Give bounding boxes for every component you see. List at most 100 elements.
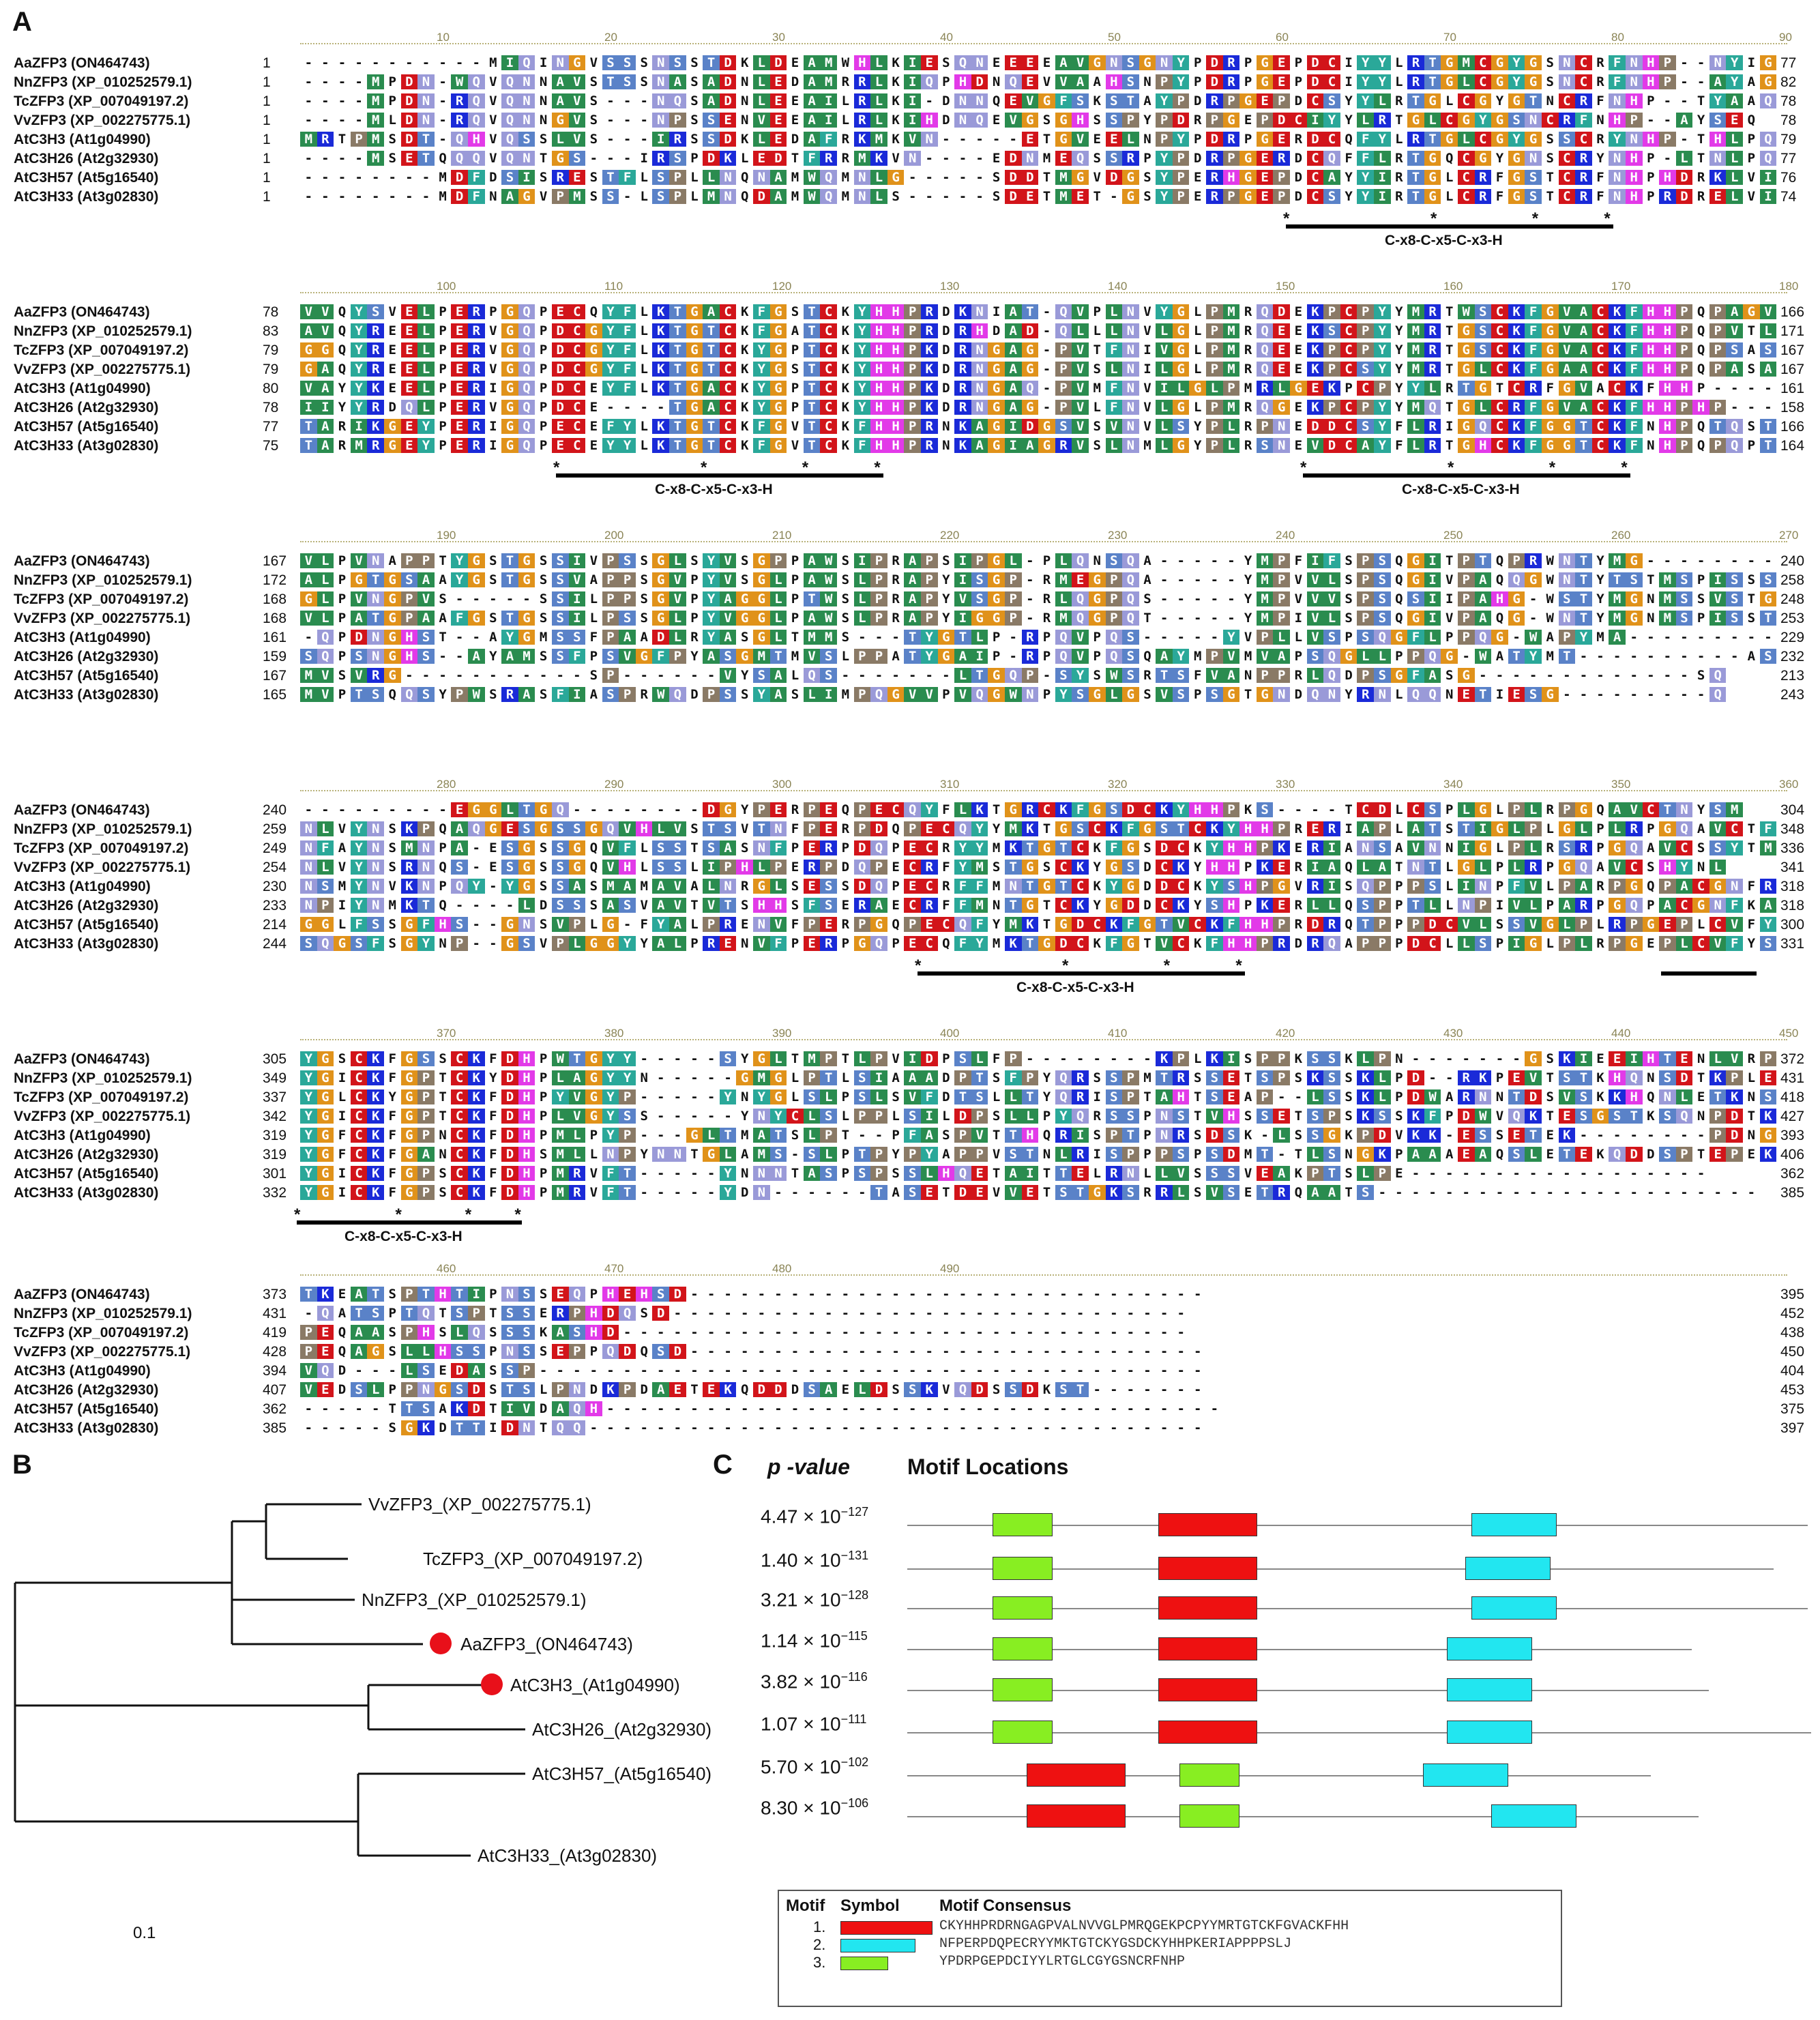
sequence-start: 259	[263, 821, 287, 837]
conserved-residue-star: *	[395, 1205, 402, 1224]
motif-label: C-x8-C-x5-C-x3-H	[344, 1229, 463, 1244]
motif-label: C-x8-C-x5-C-x3-H	[1385, 233, 1503, 248]
ruler-tick-label: 40	[940, 31, 953, 44]
conserved-residue-star: *	[294, 1205, 301, 1224]
sequence-start: 319	[263, 1128, 287, 1143]
motif-track	[907, 1775, 1651, 1776]
motif-track	[907, 1732, 1811, 1733]
sequence-end: 77	[1780, 151, 1797, 166]
motif-underline	[1303, 473, 1630, 478]
sequence-name: AtC3H3 (At1g04990)	[14, 132, 151, 147]
sequence-end: 167	[1780, 342, 1805, 358]
ruler-tick-label: 210	[772, 529, 792, 542]
sequence-name: TcZFP3 (XP_007049197.2)	[14, 840, 189, 856]
motif-underline	[1286, 224, 1613, 229]
sequence-start: 80	[263, 381, 279, 396]
ruler-tick-label: 10	[437, 31, 450, 44]
sequence-name: AtC3H26 (At2g32930)	[14, 400, 159, 415]
sequence-start: 75	[263, 438, 279, 454]
motif-pvalue: 1.07 × 10−111	[761, 1712, 867, 1735]
motif-box-cyan	[1423, 1763, 1508, 1787]
legend-consensus-1: CKYHHPRDRNGAGPVALNVVGLPMRQGEKPCPYYMRTGTC…	[939, 1918, 1349, 1934]
ruler-tick-label: 200	[604, 529, 624, 542]
legend-header-symbol: Symbol	[840, 1897, 900, 1915]
ruler-tick-label: 150	[1276, 280, 1295, 293]
ruler-tick-label: 110	[604, 280, 623, 293]
sequence-name: AtC3H3 (At1g04990)	[14, 381, 151, 396]
sequence-start: 214	[263, 917, 287, 933]
panel-label-c: C	[713, 1450, 733, 1480]
motif-box-cyan	[1465, 1557, 1551, 1580]
sequence-end: 375	[1780, 1401, 1805, 1417]
tree-branches	[14, 1503, 525, 1857]
motif-box-red	[1027, 1804, 1126, 1828]
tree-leaf-atc3h33: AtC3H33_(At3g02830)	[478, 1845, 658, 1866]
motif-track	[907, 1568, 1774, 1570]
motif-box-green	[993, 1557, 1053, 1580]
sequence-end: 304	[1780, 802, 1805, 818]
conserved-residue-star: *	[465, 1205, 472, 1224]
sequence-start: 428	[263, 1344, 287, 1360]
motif-box-green	[993, 1678, 1053, 1701]
sequence-start: 385	[263, 1420, 287, 1436]
sequence-end: 76	[1780, 170, 1797, 186]
ruler-tick-label: 310	[940, 778, 960, 791]
sequence-start: 1	[263, 132, 271, 147]
sequence-name: AaZFP3 (ON464743)	[14, 1287, 150, 1302]
sequence-end: 418	[1780, 1089, 1805, 1105]
sequence-name: NnZFP3 (XP_010252579.1)	[14, 821, 192, 837]
ruler-tick-label: 350	[1611, 778, 1631, 791]
ruler-tick-label: 120	[772, 280, 792, 293]
ruler-tick-label: 450	[1779, 1027, 1799, 1040]
sequence-start: 419	[263, 1325, 287, 1341]
sequence-end: 258	[1780, 572, 1805, 588]
motif-box-red	[1158, 1678, 1257, 1701]
sequence-start: 431	[263, 1306, 287, 1321]
conserved-residue-star: *	[1062, 956, 1069, 975]
sequence-end: 79	[1780, 132, 1797, 147]
sequence-name: NnZFP3 (XP_010252579.1)	[14, 74, 192, 90]
ruler-tick-label: 490	[940, 1262, 960, 1275]
motif-box-red	[1158, 1596, 1257, 1620]
sequence-end: 240	[1780, 553, 1805, 569]
ruler-tick-label: 370	[437, 1027, 456, 1040]
sequence-start: 165	[263, 687, 287, 703]
sequence-name: AtC3H33 (At3g02830)	[14, 687, 159, 703]
sequence-name: AaZFP3 (ON464743)	[14, 802, 150, 818]
motif-box-green	[1179, 1763, 1240, 1787]
sequence-start: 161	[263, 630, 287, 645]
legend-consensus-2: NFPERPDQPECRYYMKTGTCKYGSDCKYHHPKERIAPPPP…	[939, 1936, 1292, 1952]
